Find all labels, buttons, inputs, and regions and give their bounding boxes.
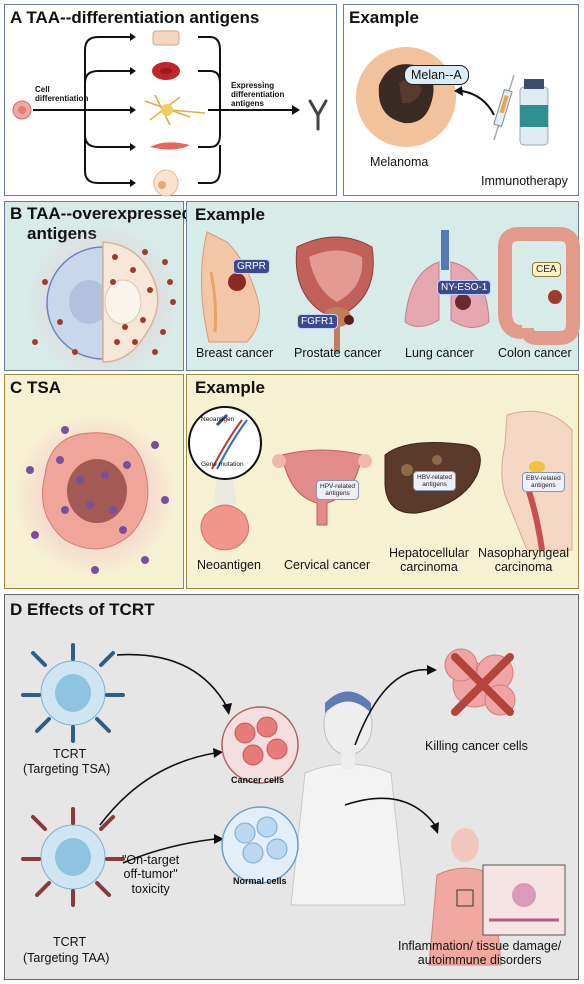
fgfr1-tag: FGFR1 [297, 314, 338, 329]
panel-c-example-title: Example [195, 378, 265, 397]
neoantigen-inner-label: Neoantigen [201, 416, 235, 423]
hbv-tag: HBV-related antigens [413, 471, 457, 492]
hpv-tag: HPV-related antigens [316, 480, 360, 501]
neoantigen-label: Neoantigen [197, 558, 261, 572]
tcrt-tsa-cell-icon [21, 643, 125, 743]
tcrt-taa-label: TCRT [53, 935, 87, 949]
tcrt-tsa-label: TCRT [53, 747, 87, 761]
panel-a-title: A TAA--differentiation antigens [10, 8, 260, 27]
cea-tag: CEA [532, 262, 561, 277]
panel-a-example: Example Melan--A Melanoma Immunotherapy [343, 4, 579, 196]
panel-d: D Effects of TCRT [4, 594, 579, 980]
cell-differentiation-label: Cell differentiation [35, 85, 89, 104]
panel-a: A TAA--differentiation antigens [4, 4, 337, 197]
grpr-tag: GRPR [233, 259, 270, 274]
on-target-label: "On-target off-tumor" toxicity [122, 853, 180, 896]
inflammation-label: Inflammation/ tissue damage/ autoimmune … [398, 939, 562, 968]
melanoma-label: Melanoma [370, 155, 429, 169]
tcrt-taa-cell-icon [21, 807, 125, 907]
organs-illustration [200, 227, 580, 352]
vial-icon [519, 79, 549, 146]
melan-a-label: Melan--A [404, 65, 469, 85]
antigen-dots [32, 249, 176, 355]
cervical-cancer-label: Cervical cancer [284, 558, 371, 572]
gene-mutation-label: Gene mutation [201, 461, 244, 468]
lung-cancer-label: Lung cancer [405, 346, 474, 360]
immunotherapy-label: Immunotherapy [481, 174, 568, 188]
differentiation-diagram [12, 30, 328, 197]
breast-cancer-label: Breast cancer [196, 346, 274, 360]
nasopharyngeal-label: Nasopharyngeal carcinoma [478, 546, 570, 574]
tsa-dots [26, 426, 169, 574]
ebv-tag: EBV-related antigens [522, 472, 565, 493]
neuron-icon [144, 94, 206, 126]
colon-icon [498, 227, 580, 345]
trachea-icon [441, 230, 449, 270]
overexpressed-cell-illustration [25, 224, 181, 372]
panel-c-example: Example Neoantigen Gene mutation HPV-rel… [186, 374, 579, 589]
tcrt-tsa-target-label: (Targeting TSA) [23, 762, 111, 776]
killing-label: Killing cancer cells [425, 739, 528, 753]
ny-eso-1-tag: NY-ESO-1 [437, 280, 492, 295]
neoantigen-tumor-icon [200, 504, 250, 551]
epithelial-cell-icon [152, 30, 180, 46]
colon-cancer-label: Colon cancer [498, 346, 572, 360]
antibody-icon [308, 99, 328, 131]
cancer-cells-label: Cancer cells [231, 775, 285, 785]
panel-c: C TSA [4, 374, 184, 589]
expressing-label: Expressing differentiation antigens [231, 81, 285, 109]
panel-b-example: Example GRPR FGFR1 NY-ESO-1 CEA Breast c… [186, 201, 580, 371]
prostate-cancer-label: Prostate cancer [294, 346, 382, 360]
muscle-cell-icon [150, 142, 190, 150]
panel-b-title-1: B TAA--overexpressed [10, 204, 193, 223]
hepatocellular-label: Hepatocellular carcinoma [389, 546, 469, 574]
fat-cell-icon [153, 169, 179, 197]
lung-left-icon [404, 261, 440, 327]
panel-b-example-title: Example [195, 205, 265, 224]
panel-c-title: C TSA [10, 378, 61, 397]
tcrt-taa-target-label: (Targeting TAA) [23, 951, 110, 965]
tsa-cell-illustration [13, 413, 177, 577]
panel-b: B TAA--overexpressed antigens [4, 201, 192, 372]
normal-cells-label: Normal cells [233, 876, 287, 886]
tcrt-effects-diagram [21, 643, 566, 966]
cross-icon [451, 653, 514, 716]
panel-d-title: D Effects of TCRT [10, 600, 155, 619]
panel-a-example-title: Example [349, 8, 419, 27]
syringe-icon [493, 74, 515, 141]
